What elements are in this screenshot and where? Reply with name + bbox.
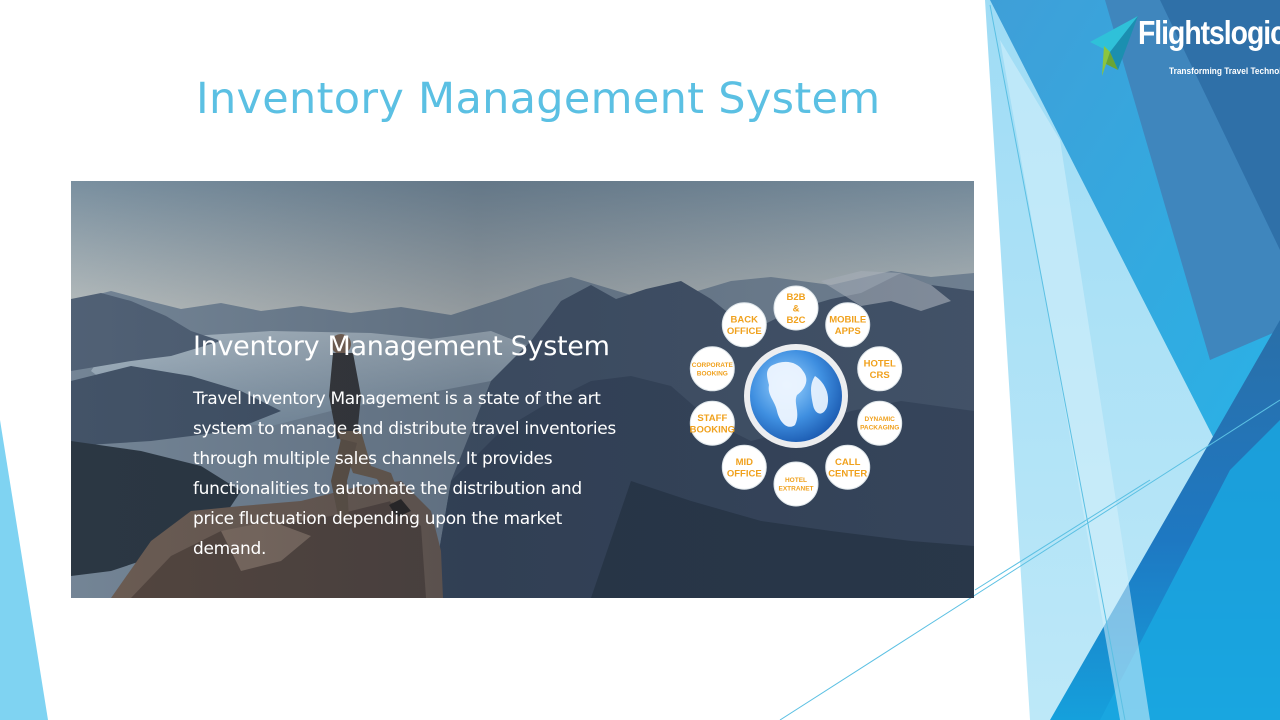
logo-tagline: Transforming Travel Technology bbox=[1169, 66, 1280, 76]
channel-label: & bbox=[793, 303, 800, 314]
channel-label: BOOKING bbox=[697, 370, 728, 377]
channel-label: CORPORATE bbox=[692, 362, 734, 369]
channel-label: B2B bbox=[786, 292, 805, 303]
thin-line bbox=[974, 479, 1151, 591]
channel-label: HOTEL bbox=[864, 358, 896, 369]
right-bottom-bright-shape bbox=[1100, 420, 1280, 720]
banner-title: Inventory Management System bbox=[193, 331, 610, 362]
banner-description: Travel Inventory Management is a state o… bbox=[193, 389, 616, 559]
channel-label: MOBILE bbox=[829, 314, 866, 325]
channel-label: CALL bbox=[835, 457, 861, 468]
channel-label: OFFICE bbox=[727, 468, 762, 479]
slide-title: Inventory Management System bbox=[196, 74, 881, 124]
right-top-dark-shape bbox=[1160, 0, 1280, 250]
channel-label: CRS bbox=[870, 370, 890, 381]
thin-line bbox=[989, 4, 1126, 720]
channel-label: MID bbox=[736, 457, 754, 468]
paper-plane-icon bbox=[1090, 16, 1138, 76]
channel-label: BOOKING bbox=[690, 424, 735, 435]
channel-label: B2C bbox=[786, 315, 805, 326]
channel-label: HOTEL bbox=[785, 477, 807, 484]
right-highlight-shape bbox=[1000, 40, 1150, 720]
channel-label: APPS bbox=[835, 326, 861, 337]
left-accent-shape bbox=[0, 420, 48, 720]
channel-label: CENTER bbox=[828, 468, 867, 479]
channel-label: PACKAGING bbox=[860, 425, 899, 432]
logo-name: Flightslogic bbox=[1138, 14, 1280, 51]
channel-label: STAFF bbox=[697, 413, 727, 424]
channel-node-hotel-extranet: HOTEL EXTRANET bbox=[773, 461, 819, 507]
channel-node-dynamic-packaging: DYNAMIC PACKAGING bbox=[857, 400, 903, 446]
channel-label: BACK bbox=[731, 314, 759, 325]
brand-logo: Flightslogic Transforming Travel Technol… bbox=[1088, 8, 1280, 80]
channel-label: OFFICE bbox=[727, 326, 762, 337]
channel-label: EXTRANET bbox=[778, 486, 813, 493]
channel-label: DYNAMIC bbox=[865, 416, 896, 423]
channel-node-b2b: B2B&B2C bbox=[773, 285, 819, 331]
thin-line bbox=[779, 399, 1280, 720]
